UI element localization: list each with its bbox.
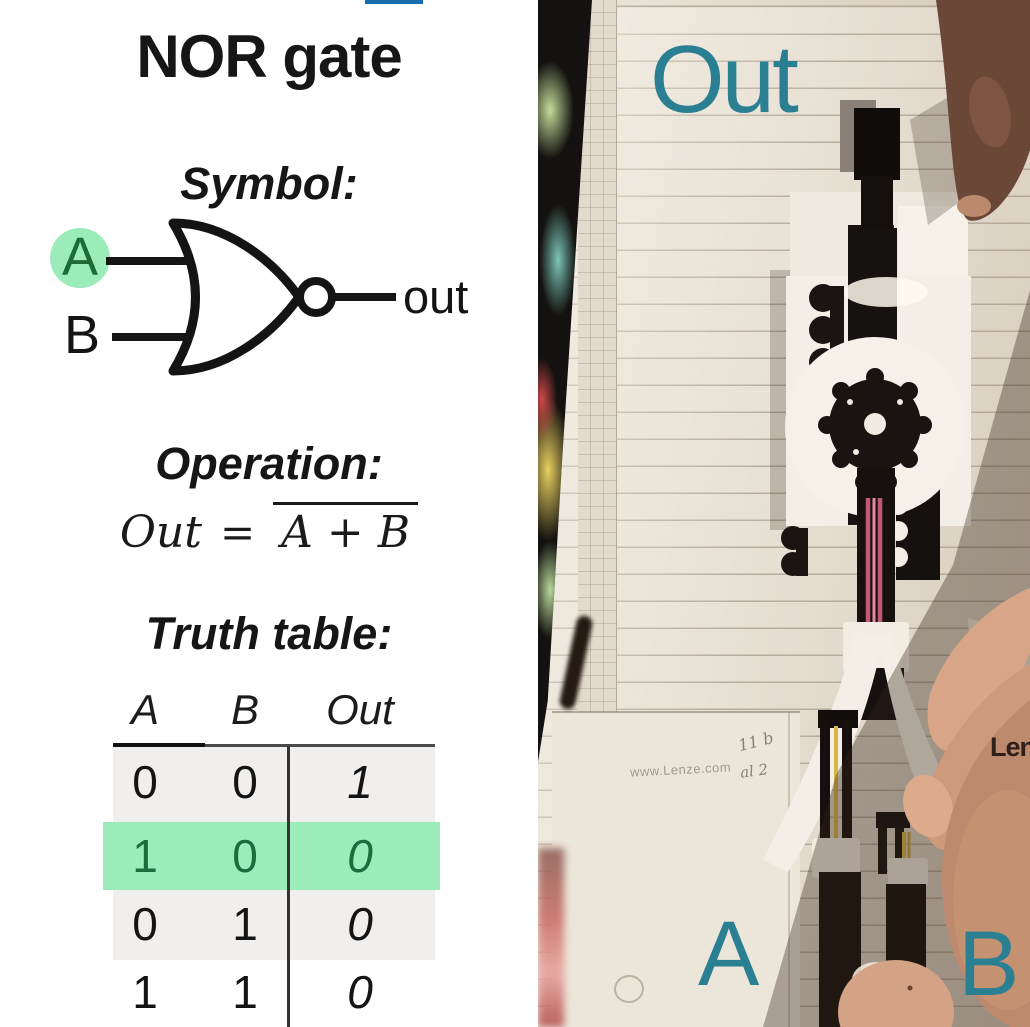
cell-b: 1 — [232, 966, 258, 1018]
light-glow — [844, 277, 928, 307]
table-row: 0 1 0 — [0, 892, 538, 956]
mechanism-illustration — [763, 0, 1030, 1027]
hand-index-finger — [927, 588, 1030, 752]
table-row: 1 1 0 — [0, 960, 538, 1024]
table-row: 0 0 1 — [0, 750, 538, 814]
cell-a: 1 — [132, 830, 158, 882]
cell-a: 1 — [132, 966, 158, 1018]
mole-dot — [907, 985, 913, 991]
truth-table-last-row-bg — [113, 960, 435, 1027]
rotor-wheel — [785, 337, 965, 517]
truth-table-col-out: Out — [326, 686, 394, 733]
inverter-bubble — [296, 277, 336, 317]
or-gate-body — [168, 218, 304, 376]
truth-table-header-rule-dark — [113, 743, 205, 747]
truth-table-heading: Truth table: — [145, 608, 393, 659]
cell-a: 0 — [132, 898, 158, 950]
hand-lower-finger — [838, 960, 954, 1027]
gate-input-b-label: B — [64, 305, 100, 365]
gate-output-label: out — [403, 270, 468, 323]
cell-out: 0 — [347, 830, 373, 882]
cover-edge-bottom — [538, 848, 564, 1027]
table-row-highlighted: 1 0 0 — [0, 824, 538, 888]
truth-table-col-b: B — [230, 686, 259, 733]
photo-input-b-label: B — [958, 913, 1020, 1015]
white-clamp-a — [812, 838, 860, 878]
photo-input-a-label: A — [698, 903, 760, 1005]
rotor-hub — [864, 413, 886, 435]
white-clamp-b — [888, 858, 928, 886]
cell-b: 0 — [232, 830, 258, 882]
page-title: NOR gate — [136, 23, 402, 90]
gate-input-a-label: A — [62, 227, 98, 287]
symbol-heading: Symbol: — [180, 158, 358, 209]
photo-output-label: Out — [650, 26, 799, 133]
grid-paper-margin — [578, 0, 617, 712]
fingertip — [903, 774, 953, 838]
formula-lhs: Out — [119, 507, 202, 558]
mechanical-nor-gate-photo: www.Lenze.com 11 b al 2 Len Out A B — [538, 0, 1030, 1027]
truth-table-highlight-row-bg — [103, 822, 440, 890]
cell-out: 1 — [347, 756, 373, 808]
blank-paper-sheet — [552, 712, 800, 1027]
boolean-formula: Out = A + B — [0, 502, 538, 558]
lenze-brand-partial: Len — [990, 732, 1030, 762]
paper-fold-line — [552, 711, 800, 713]
cell-out: 0 — [347, 966, 373, 1018]
handwriting-note: al 2 — [738, 760, 770, 782]
truth-table-divider — [287, 746, 290, 1027]
cell-b: 0 — [232, 756, 258, 808]
hand — [838, 0, 1030, 1027]
cell-out: 0 — [347, 898, 373, 950]
nor-gate-info-panel: NOR gate Symbol: A B out Operation: Out … — [0, 0, 538, 1027]
operation-heading: Operation: — [155, 438, 383, 489]
formula-rhs-overlined: A + B — [273, 502, 419, 558]
input-a-highlight — [50, 228, 110, 288]
truth-table-col-a: A — [130, 686, 159, 733]
video-progress-bar[interactable] — [365, 0, 423, 4]
lever-input-a — [812, 710, 861, 1027]
cell-a: 0 — [132, 756, 158, 808]
nor-gate-symbol: A B out — [50, 218, 468, 376]
truth-table-header-rule — [113, 744, 435, 747]
formula-equals: = — [219, 508, 256, 557]
cell-b: 1 — [232, 898, 258, 950]
